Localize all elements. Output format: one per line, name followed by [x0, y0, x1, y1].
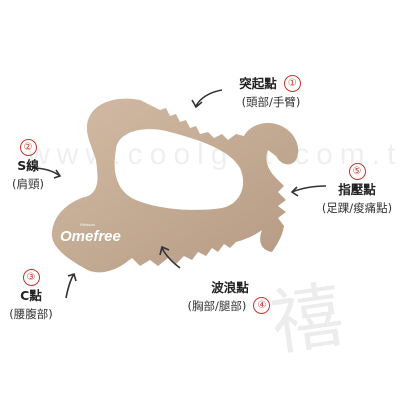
arrow-3 [65, 273, 75, 299]
label-sub: (肩頸) [12, 177, 44, 191]
label-protrusion-point: 突起點 ① (頭部/手臂) [216, 74, 326, 111]
label-sub: (腰腹部) [9, 307, 53, 321]
label-number: ③ [22, 269, 40, 286]
label-acupressure-point: ⑤ 指壓點 (足踝/痠痛點) [314, 162, 400, 217]
label-title: 波浪點 [211, 280, 249, 295]
label-sub: (胸部/腿部) [187, 299, 247, 313]
tool-body [51, 98, 299, 273]
brand-logo-text: Omefree [60, 228, 121, 245]
label-title: 突起點 [239, 76, 277, 91]
label-title: S線 [17, 158, 39, 173]
arrow-3-head [67, 272, 77, 282]
label-wave-point: 波浪點 (胸部/腿部) ④ [180, 278, 280, 315]
label-c-point: ③ C點 (腰腹部) [2, 268, 60, 323]
arrow-2-head [53, 169, 62, 179]
label-sub: (頭部/手臂) [241, 95, 301, 109]
label-s-line: ② S線 (肩頸) [0, 138, 56, 193]
label-title: 指壓點 [338, 182, 376, 197]
label-number: ② [19, 139, 37, 156]
label-number: ④ [253, 297, 271, 314]
label-title: C點 [20, 288, 42, 303]
label-sub: (足踝/痠痛點) [321, 201, 393, 215]
arrow-5 [291, 185, 327, 193]
arrow-5-head [290, 186, 299, 197]
label-number: ⑤ [348, 163, 366, 180]
arrow-4-head [159, 245, 170, 256]
arrow-4 [161, 247, 181, 269]
arrow-1 [195, 89, 223, 107]
label-number: ① [283, 75, 301, 92]
calligraphy-stamp-watermark: 禧 [265, 272, 349, 366]
arrow-1-head [191, 99, 203, 109]
arrow-2 [31, 167, 61, 177]
brand-subtext: Hibiscus [80, 222, 96, 227]
